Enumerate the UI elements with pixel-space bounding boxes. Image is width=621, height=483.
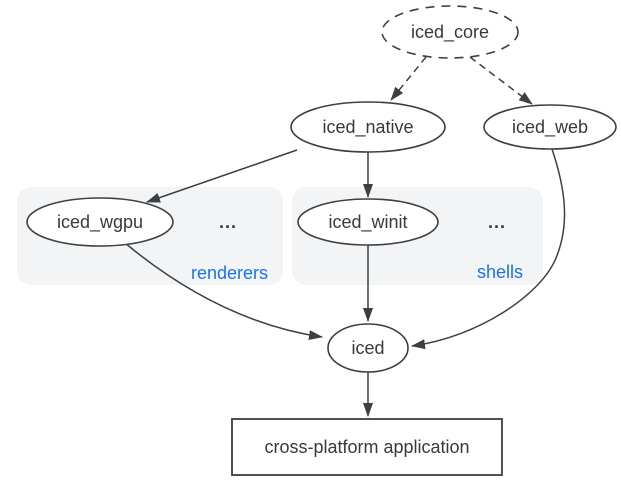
- node-iced-wgpu: [26, 197, 174, 247]
- edge-web-to-iced: [411, 148, 566, 350]
- node-iced: [327, 323, 409, 373]
- renderers-group-label: renderers: [191, 263, 268, 283]
- node-iced-core: [381, 5, 519, 59]
- edge-core-to-native: [390, 56, 427, 101]
- edge-wgpu-to-iced: [124, 242, 323, 341]
- node-iced-winit: [297, 198, 439, 246]
- edge-core-to-web: [469, 56, 533, 105]
- node-iced-label: iced: [351, 338, 384, 358]
- node-iced-core-label: iced_core: [411, 22, 489, 43]
- node-cross-platform-application-label: cross-platform application: [264, 437, 469, 457]
- renderers-ellipsis: ...: [219, 212, 237, 232]
- edge-native-to-wgpu: [146, 149, 298, 203]
- node-iced-native-label: iced_native: [322, 117, 413, 138]
- shells-group-label: shells: [477, 262, 523, 282]
- node-cross-platform-application: [231, 418, 503, 476]
- shells-ellipsis: ...: [488, 212, 506, 232]
- node-iced-wgpu-label: iced_wgpu: [57, 212, 143, 233]
- node-iced-winit-label: iced_winit: [328, 212, 407, 233]
- node-iced-native: [290, 101, 446, 153]
- node-iced-web: [483, 104, 617, 150]
- node-iced-web-label: iced_web: [512, 117, 588, 138]
